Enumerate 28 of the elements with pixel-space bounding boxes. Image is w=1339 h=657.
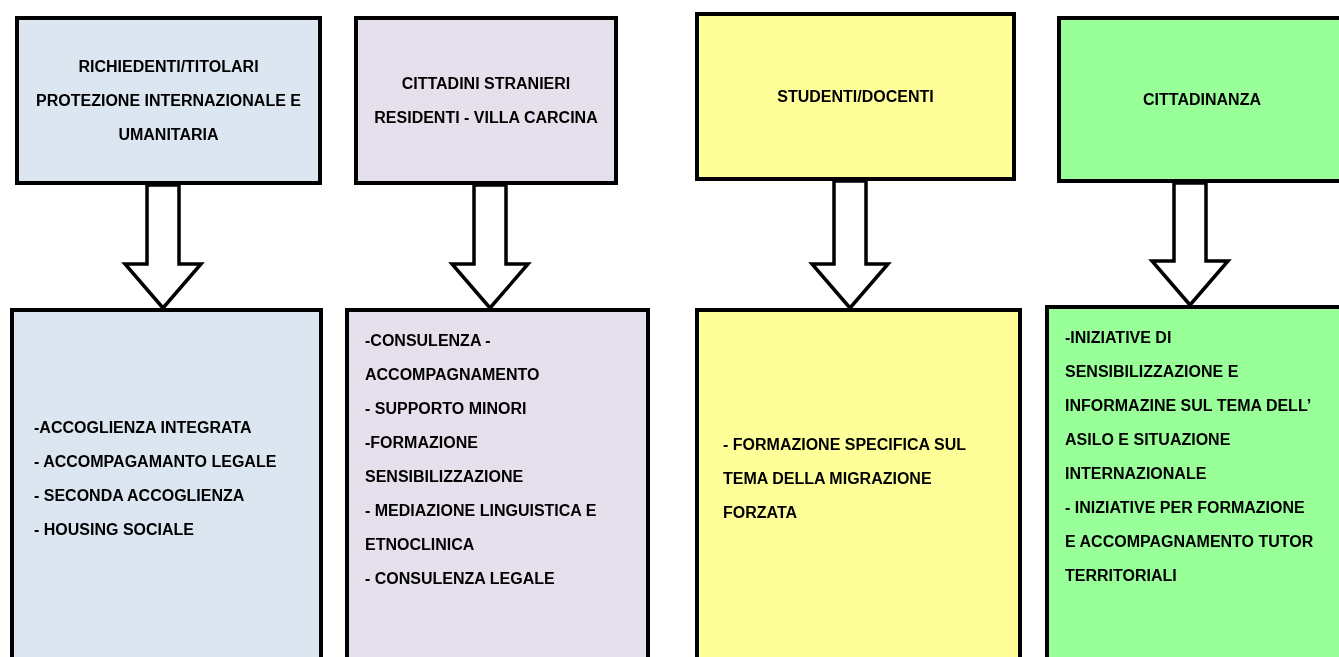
service-item: -INIZIATIVE DI SENSIBILIZZAZIONE E INFORMAZINE SUL TEMA DELL’ ASILO E SITUAZIONE INTERNAZIONALE bbox=[1065, 328, 1312, 484]
service-item: - MEDIAZIONE LINGUISTICA E ETNOCLINICA bbox=[365, 501, 598, 555]
target-group-box bbox=[695, 12, 1016, 181]
service-item: -CONSULENZA - ACCOMPAGNAMENTO bbox=[365, 331, 541, 385]
group-title: RICHIEDENTI/TITOLARI PROTEZIONE INTERNAZIONALE E UMANITARIA bbox=[35, 56, 302, 145]
services-box bbox=[345, 308, 650, 657]
service-item: - HOUSING SOCIALE bbox=[34, 520, 195, 540]
service-item: -ACCOGLIENZA INTEGRATA bbox=[34, 418, 253, 438]
services-box bbox=[695, 308, 1022, 657]
block-arrow bbox=[808, 179, 892, 311]
service-item: - CONSULENZA LEGALE bbox=[365, 569, 556, 589]
service-item: - SUPPORTO MINORI bbox=[365, 399, 528, 419]
target-group-box bbox=[15, 16, 322, 185]
block-arrow bbox=[1148, 181, 1232, 308]
group-title: CITTADINI STRANIERI RESIDENTI - VILLA CARCINA bbox=[373, 73, 599, 128]
service-item: - FORMAZIONE SPECIFICA SUL TEMA DELLA MIGRAZIONE FORZATA bbox=[723, 435, 967, 523]
service-item: -FORMAZIONE SENSIBILIZZAZIONE bbox=[365, 433, 525, 487]
group-title: STUDENTI/DOCENTI bbox=[776, 86, 935, 107]
target-group-box bbox=[1057, 16, 1339, 183]
services-box bbox=[10, 308, 323, 657]
block-arrow bbox=[448, 183, 532, 311]
service-item: - SECONDA ACCOGLIENZA bbox=[34, 486, 246, 506]
group-title: CITTADINANZA bbox=[1142, 89, 1262, 110]
block-arrow bbox=[121, 183, 205, 311]
service-item: - ACCOMPAGAMANTO LEGALE bbox=[34, 452, 278, 472]
target-group-box bbox=[354, 16, 618, 185]
services-box bbox=[1045, 305, 1339, 657]
service-item: - INIZIATIVE PER FORMAZIONE E ACCOMPAGNAMENTO TUTOR TERRITORIALI bbox=[1065, 498, 1315, 586]
